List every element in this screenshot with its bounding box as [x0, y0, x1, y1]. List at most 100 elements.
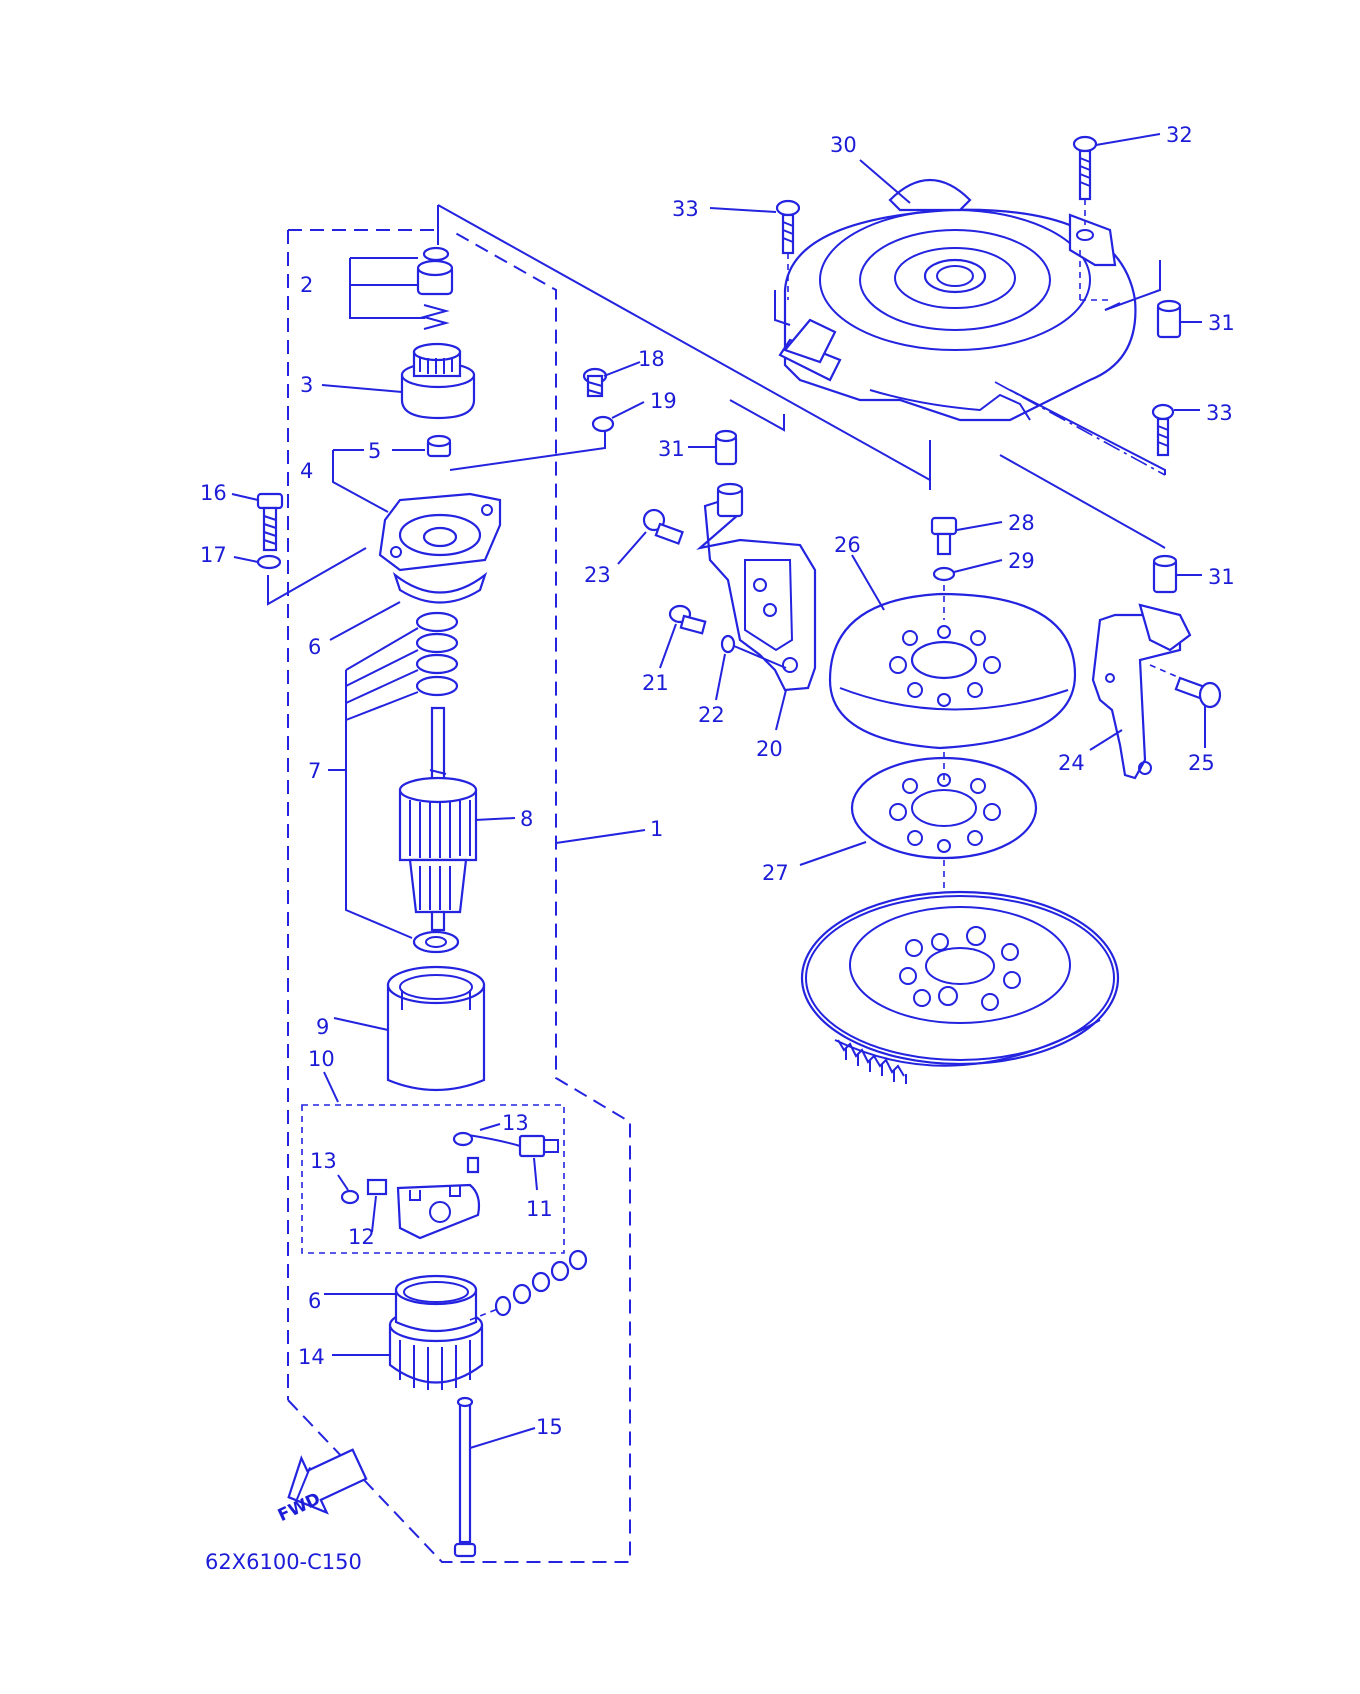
part-10-brush-holder	[396, 1183, 481, 1240]
leader-line	[659, 623, 677, 669]
leader-line	[715, 653, 726, 701]
leader-line	[474, 817, 516, 821]
leader-line	[449, 430, 606, 471]
part-29-washer	[932, 566, 956, 582]
part-14-end-cover	[388, 1274, 484, 1390]
leader-line	[603, 361, 641, 377]
callout-3: 3	[300, 373, 313, 397]
part-4-end-bracket	[378, 492, 502, 604]
callout-12: 12	[348, 1225, 375, 1249]
callout-7: 7	[308, 759, 321, 783]
leader-line	[469, 1427, 536, 1449]
part-10-brush-box	[301, 1104, 565, 1254]
callout-2: 2	[300, 273, 313, 297]
leader-line	[233, 556, 259, 563]
part-33-screw-right	[1151, 403, 1175, 457]
washer-hole	[425, 936, 447, 948]
leader-line	[999, 454, 1166, 549]
leader-line	[321, 384, 403, 393]
leader-line	[329, 601, 401, 641]
leader-line	[337, 1174, 349, 1191]
cover-guide	[994, 381, 1166, 476]
callout-31-middle: 31	[658, 437, 685, 461]
part-21-bolt	[668, 604, 707, 635]
callout-28: 28	[1008, 511, 1035, 535]
leader-line	[729, 399, 785, 432]
leader-line	[437, 204, 931, 481]
part-28-bolt	[930, 516, 958, 556]
leader-line	[799, 841, 867, 866]
callout-18: 18	[638, 347, 665, 371]
leader-line	[1009, 389, 1166, 475]
callout-19: 19	[650, 389, 677, 413]
part-11-brush	[466, 1134, 559, 1174]
part-19-washer	[591, 415, 615, 433]
callout-32: 32	[1166, 123, 1193, 147]
callout-33-right: 33	[1206, 401, 1233, 425]
callout-17: 17	[200, 543, 227, 567]
callout-25: 25	[1188, 751, 1215, 775]
leader-line	[267, 547, 367, 606]
callout-labels: 1 2 3 4 5 6 6 7 8 9 10 11 12 13 13 14 15…	[200, 123, 1235, 1439]
part-23-bolt	[642, 508, 684, 545]
leader-line	[956, 521, 1003, 531]
leader-line	[1089, 729, 1123, 751]
callout-10: 10	[308, 1047, 335, 1071]
part-12-brush	[366, 1178, 388, 1196]
part-24-bracket	[1091, 603, 1192, 780]
leader-line	[775, 689, 787, 731]
leader-line	[555, 829, 646, 844]
fwd-arrow-icon	[287, 1448, 368, 1515]
part-9-yoke	[386, 965, 486, 1092]
part-2-collar-set	[349, 246, 454, 330]
leader-line	[709, 207, 777, 213]
leader-line	[1104, 302, 1121, 311]
callout-15: 15	[536, 1415, 563, 1439]
part-25-bolt	[1174, 676, 1222, 709]
callout-20: 20	[756, 737, 783, 761]
end-cover-washers-nuts	[469, 1249, 588, 1321]
callout-29: 29	[1008, 549, 1035, 573]
leader-line	[733, 645, 787, 669]
callout-8: 8	[520, 807, 533, 831]
callout-5: 5	[368, 439, 381, 463]
part-13-spring	[340, 1131, 474, 1205]
part-3-pinion	[400, 342, 476, 420]
leader-line	[323, 1071, 339, 1103]
part-8-armature	[398, 706, 478, 932]
callout-13-left: 13	[310, 1149, 337, 1173]
leader-line	[611, 401, 645, 419]
callout-13-right: 13	[502, 1111, 529, 1135]
part-32-screw	[1072, 135, 1098, 201]
callout-4: 4	[300, 459, 313, 483]
armature-washer	[412, 930, 460, 954]
leader-line	[371, 1195, 377, 1233]
callout-23: 23	[584, 563, 611, 587]
callout-1: 1	[650, 817, 663, 841]
callout-33-left: 33	[672, 197, 699, 221]
callout-22: 22	[698, 703, 725, 727]
leader-line	[953, 559, 1003, 573]
part-31-collar-lower	[1152, 554, 1178, 594]
callout-30: 30	[830, 133, 857, 157]
bolt-axis	[1149, 664, 1181, 679]
leader-line	[1104, 260, 1161, 311]
leader-line	[332, 450, 389, 513]
leader-line	[231, 493, 259, 501]
part-26-plate	[828, 592, 1077, 750]
part-31-collar-upper	[1156, 299, 1182, 339]
callout-24: 24	[1058, 751, 1085, 775]
part-17-washer	[256, 554, 282, 570]
callout-11: 11	[526, 1197, 553, 1221]
callout-31-lower-right: 31	[1208, 565, 1235, 589]
diagram-code: 62X6100-C150	[205, 1550, 362, 1574]
callout-31-upper-right: 31	[1208, 311, 1235, 335]
callout-6-upper: 6	[308, 635, 321, 659]
part-30-flywheel-cover	[774, 179, 1137, 422]
part-16-bolt	[256, 492, 284, 552]
starter-assembly-outline	[287, 229, 631, 1563]
flywheel	[800, 890, 1120, 1084]
leader-line	[617, 531, 647, 565]
callout-21: 21	[642, 671, 669, 695]
